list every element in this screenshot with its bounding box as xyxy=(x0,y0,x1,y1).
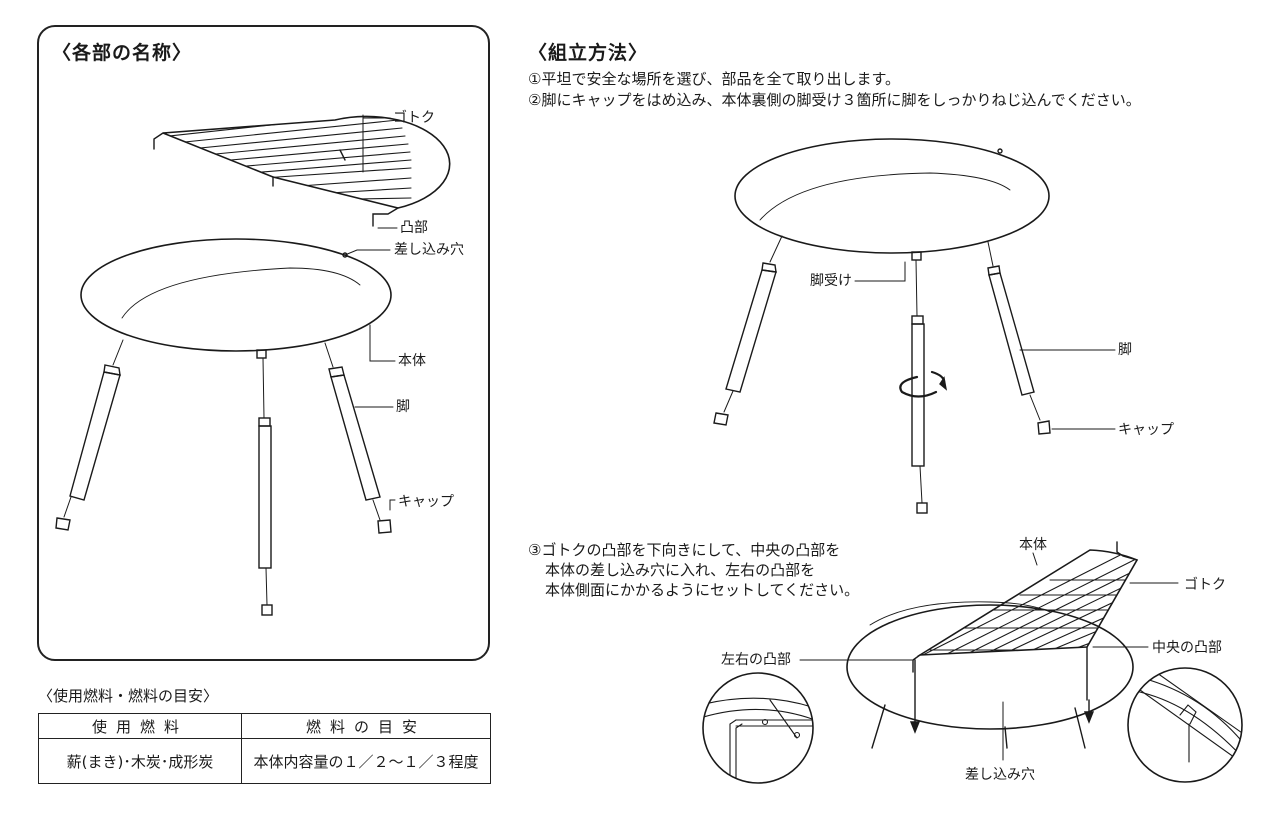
label-assembly-cap: キャップ xyxy=(1118,422,1174,438)
fuel-cell-amount: 本体内容量の１／２～１／３程度 xyxy=(241,738,491,784)
assembly-step-3-line-1: ③ゴトクの凸部を下向きにして、中央の凸部を xyxy=(528,541,841,559)
label-step3-hontai: 本体 xyxy=(1019,537,1047,553)
assembly-legs xyxy=(713,235,1051,514)
label-sashikomi: 差し込み穴 xyxy=(394,242,464,258)
assembly-step-3-line-2: 本体の差し込み穴に入れ、左右の凸部を xyxy=(545,561,816,579)
parts-bowl xyxy=(80,238,392,359)
parts-panel xyxy=(37,25,490,661)
fuel-header-type: 使用燃料 xyxy=(38,713,242,739)
label-left-right-totsubu: 左右の凸部 xyxy=(721,652,791,668)
assembly-bowl xyxy=(734,138,1050,261)
assembly-title: 〈組立方法〉 xyxy=(528,42,649,64)
step3-bowl xyxy=(846,601,1134,749)
label-step3-gotoku: ゴトク xyxy=(1184,577,1226,593)
label-assembly-ashi: 脚 xyxy=(1118,342,1132,358)
step3-leader-lines xyxy=(799,552,1179,761)
fuel-header-amount: 燃料の目安 xyxy=(241,713,491,739)
parts-gotoku-grill xyxy=(153,115,451,227)
assembly-leader-lines xyxy=(854,261,1116,430)
step3-detail-left xyxy=(702,672,814,784)
assembly-step-3-line-3: 本体側面にかかるようにセットしてください。 xyxy=(545,581,860,599)
label-cap: キャップ xyxy=(398,494,454,510)
label-totsubu: 凸部 xyxy=(400,220,428,236)
parts-leader-lines xyxy=(344,114,398,511)
label-step3-sashikomi: 差し込み穴 xyxy=(965,767,1035,783)
label-ashi: 脚 xyxy=(396,399,410,415)
fuel-table-row: 薪(まき)･木炭･成形炭 本体内容量の１／２～１／３程度 xyxy=(38,738,491,784)
fuel-title: 〈使用燃料・燃料の目安〉 xyxy=(38,687,219,705)
label-center-totsubu: 中央の凸部 xyxy=(1152,640,1222,656)
assembly-step-1: ①平坦で安全な場所を選び、部品を全て取り出します。 xyxy=(528,70,900,88)
fuel-table: 使用燃料 燃料の目安 薪(まき)･木炭･成形炭 本体内容量の１／２～１／３程度 xyxy=(38,713,491,784)
label-hontai: 本体 xyxy=(398,353,426,369)
parts-title: 〈各部の名称〉 xyxy=(52,42,193,64)
step3-detail-right xyxy=(1127,667,1243,783)
fuel-table-header-row: 使用燃料 燃料の目安 xyxy=(38,713,491,739)
fuel-cell-type: 薪(まき)･木炭･成形炭 xyxy=(38,738,242,784)
label-ashiuke: 脚受け xyxy=(810,273,852,289)
label-gotoku: ゴトク xyxy=(393,110,435,126)
parts-legs xyxy=(55,339,392,616)
assembly-step-2: ②脚にキャップをはめ込み、本体裏側の脚受け３箇所に脚をしっかりねじ込んでください… xyxy=(528,91,1141,109)
